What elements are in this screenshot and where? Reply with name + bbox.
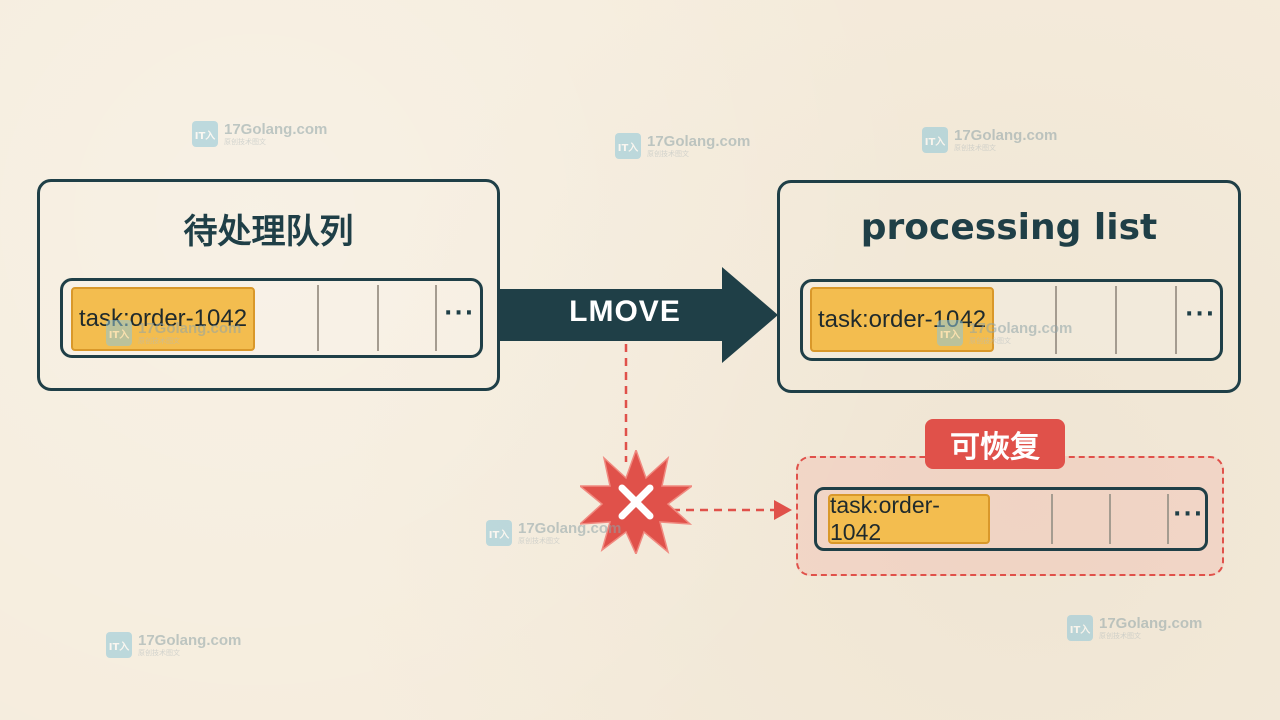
watermark-subtitle: 原创技术图文 xyxy=(138,337,180,345)
watermark-logo-icon: IT入 xyxy=(106,320,132,346)
source-queue-title: 待处理队列 xyxy=(183,212,354,252)
watermark-site: 17Golang.com xyxy=(138,632,242,649)
more-items-ellipsis: ··· xyxy=(1185,302,1217,327)
queue-slot-divider xyxy=(1051,494,1053,544)
processing-list-row: task:order-1042 ··· xyxy=(800,279,1223,361)
watermark-logo-icon: IT入 xyxy=(937,320,963,346)
processing-list-title: processing list xyxy=(860,207,1158,248)
recoverable-area: task:order-1042 ··· xyxy=(796,456,1224,576)
watermark-site: 17Golang.com xyxy=(647,133,751,150)
watermark-site: 17Golang.com xyxy=(224,121,328,138)
recoverable-badge: 可恢复 xyxy=(925,419,1065,469)
watermark-site: 17Golang.com xyxy=(1099,615,1203,632)
watermark-site: 17Golang.com xyxy=(954,127,1058,144)
processing-list-panel: processing list task:order-1042 ··· xyxy=(777,180,1241,393)
queue-slot-divider xyxy=(1167,494,1169,544)
watermark-subtitle: 原创技术图文 xyxy=(647,150,689,158)
lmove-arrow xyxy=(500,267,778,363)
queue-slot-divider xyxy=(435,285,437,351)
queue-slot-divider xyxy=(1055,286,1057,354)
queue-slot-divider xyxy=(1115,286,1117,354)
queue-slot-divider xyxy=(1109,494,1111,544)
watermark-subtitle: 原创技术图文 xyxy=(969,337,1011,345)
queue-slot-divider xyxy=(317,285,319,351)
lmove-label: LMOVE xyxy=(569,295,681,328)
watermark-subtitle: 原创技术图文 xyxy=(224,138,266,146)
watermark-subtitle: 原创技术图文 xyxy=(518,537,560,545)
watermark-logo-icon: IT入 xyxy=(106,632,132,658)
watermark-subtitle: 原创技术图文 xyxy=(1099,632,1141,640)
more-items-ellipsis: ··· xyxy=(1173,502,1205,527)
watermark-logo-icon: IT入 xyxy=(922,127,948,153)
watermark-subtitle: 原创技术图文 xyxy=(954,144,996,152)
processing-task-item: task:order-1042 xyxy=(810,287,994,352)
recover-arrowhead xyxy=(774,500,792,520)
watermark-site: 17Golang.com xyxy=(138,320,242,337)
watermark-logo-icon: IT入 xyxy=(486,520,512,546)
watermark-site: 17Golang.com xyxy=(518,520,622,537)
queue-slot-divider xyxy=(1175,286,1177,354)
queue-slot-divider xyxy=(377,285,379,351)
watermark-logo-icon: IT入 xyxy=(615,133,641,159)
recoverable-task-item: task:order-1042 xyxy=(828,492,990,545)
arrow-shape xyxy=(500,267,778,363)
crash-x-icon xyxy=(580,450,692,554)
more-items-ellipsis: ··· xyxy=(444,301,476,326)
watermark-logo-icon: IT入 xyxy=(192,121,218,147)
watermark-subtitle: 原创技术图文 xyxy=(138,649,180,657)
watermark-logo-icon: IT入 xyxy=(1067,615,1093,641)
watermark-site: 17Golang.com xyxy=(969,320,1073,337)
recoverable-queue-row: task:order-1042 ··· xyxy=(814,487,1208,551)
